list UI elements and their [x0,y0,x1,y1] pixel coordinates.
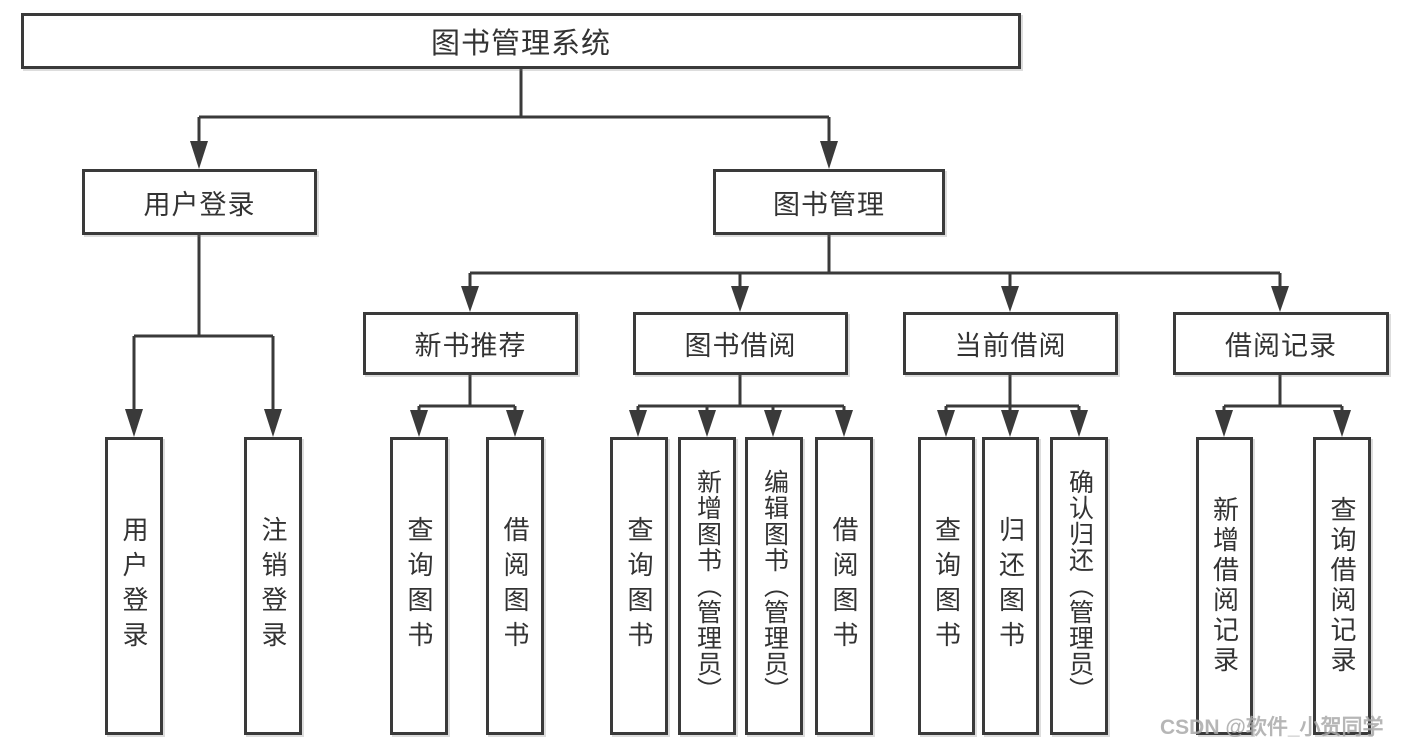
leaf-label: 注销登录 [258,516,288,656]
leaf-edit-book-admin: 编辑图书（管理员） [745,437,803,735]
node-book-management: 图书管理 [713,169,945,235]
node-borrow-records: 借阅记录 [1173,312,1389,375]
leaf-label: 借阅图书 [829,516,859,656]
node-user-login: 用户登录 [82,169,317,235]
leaf-logout: 注销登录 [244,437,302,735]
leaf-borrow-books-recommend: 借阅图书 [486,437,544,735]
leaf-label: 查询借阅记录 [1327,496,1357,676]
leaf-label: 确认归还（管理员） [1065,469,1094,703]
leaf-add-book-admin: 新增图书（管理员） [678,437,736,735]
leaf-label: 查询图书 [404,516,434,656]
leaf-label: 用户登录 [119,516,149,656]
leaf-label: 借阅图书 [500,516,530,656]
leaf-borrow-books: 借阅图书 [815,437,873,735]
leaf-label: 新增图书（管理员） [693,469,722,703]
node-new-book-recommend: 新书推荐 [363,312,578,375]
leaf-confirm-return-admin: 确认归还（管理员） [1050,437,1108,735]
leaf-add-borrow-record: 新增借阅记录 [1196,437,1253,735]
leaf-label: 新增借阅记录 [1209,496,1240,676]
leaf-label: 查询图书 [624,516,654,656]
leaf-label: 查询图书 [931,516,962,656]
leaf-label: 编辑图书（管理员） [760,469,789,703]
node-book-borrow: 图书借阅 [633,312,848,375]
node-root-system: 图书管理系统 [21,13,1021,69]
leaf-query-books-borrow: 查询图书 [610,437,668,735]
csdn-watermark: CSDN @软件_小贺同学 [1160,716,1384,739]
leaf-label: 归还图书 [995,516,1026,656]
leaf-return-book: 归还图书 [982,437,1039,735]
leaf-user-login: 用户登录 [105,437,163,735]
arrow-down-icons [125,141,1351,437]
leaf-query-books-current: 查询图书 [918,437,975,735]
node-current-borrow: 当前借阅 [903,312,1118,375]
leaf-query-borrow-record: 查询借阅记录 [1313,437,1371,735]
leaf-query-books-recommend: 查询图书 [390,437,448,735]
